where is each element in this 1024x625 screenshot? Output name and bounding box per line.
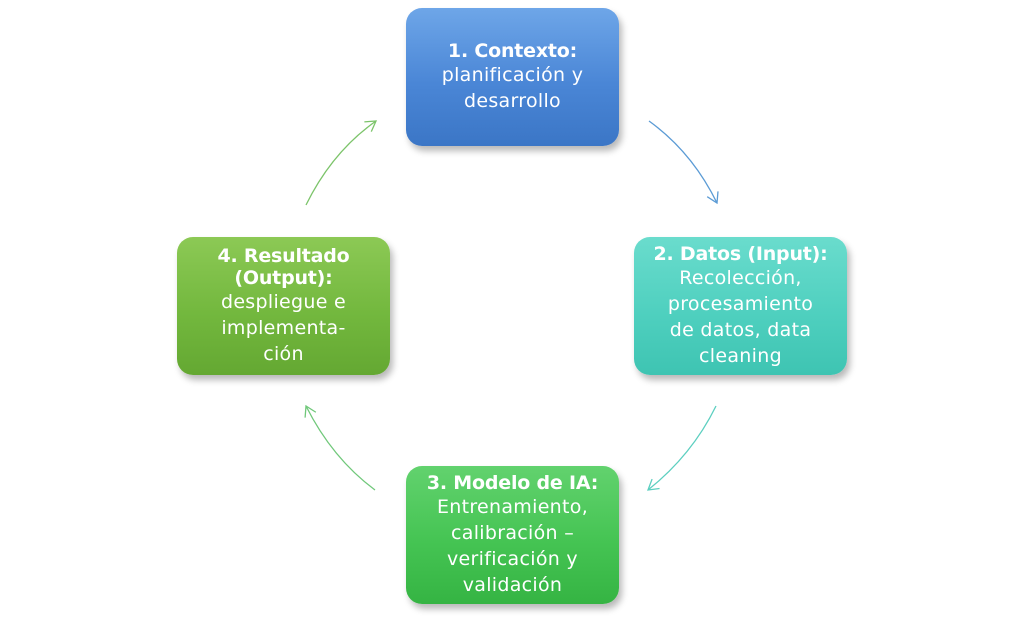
arrow-2-to-3: [647, 405, 717, 491]
step-4-desc-line: implementa-: [221, 317, 346, 339]
step-3-title: 3. Modelo de IA:: [426, 472, 599, 494]
step-2-desc-line: de datos, data: [669, 319, 812, 341]
arrow-1-to-2: [648, 120, 719, 205]
step-1-desc-line: planificación y: [441, 64, 584, 86]
step-3-desc-line: validación: [462, 574, 563, 596]
step-2-desc-line: cleaning: [699, 345, 782, 367]
step-3-desc-line: verificación y: [447, 548, 578, 570]
arrow-4-to-1: [305, 120, 378, 206]
step-2-desc-line: procesamiento: [667, 293, 814, 315]
step-2-desc-line: Recolección,: [679, 267, 802, 289]
step-3-desc-line: calibración –: [451, 522, 574, 544]
step-4-result-output: 4. Resultado (Output): despliegue e impl…: [177, 237, 390, 375]
arrow-3-to-4: [304, 404, 376, 491]
step-1-desc-line: desarrollo: [464, 90, 561, 112]
step-1-title: 1. Contexto:: [447, 40, 578, 62]
step-3-desc-line: Entrenamiento,: [436, 496, 589, 518]
step-4-title-line: (Output):: [234, 267, 333, 289]
step-1-context: 1. Contexto: planificación y desarrollo: [406, 8, 619, 146]
step-2-title: 2. Datos (Input):: [653, 243, 828, 265]
step-3-ai-model: 3. Modelo de IA: Entrenamiento, calibrac…: [406, 466, 619, 604]
step-2-data-input: 2. Datos (Input): Recolección, procesami…: [634, 237, 847, 375]
step-4-title-line: 4. Resultado: [217, 245, 350, 267]
step-4-desc-line: despliegue e: [220, 291, 347, 313]
step-4-desc-line: ción: [263, 343, 304, 365]
